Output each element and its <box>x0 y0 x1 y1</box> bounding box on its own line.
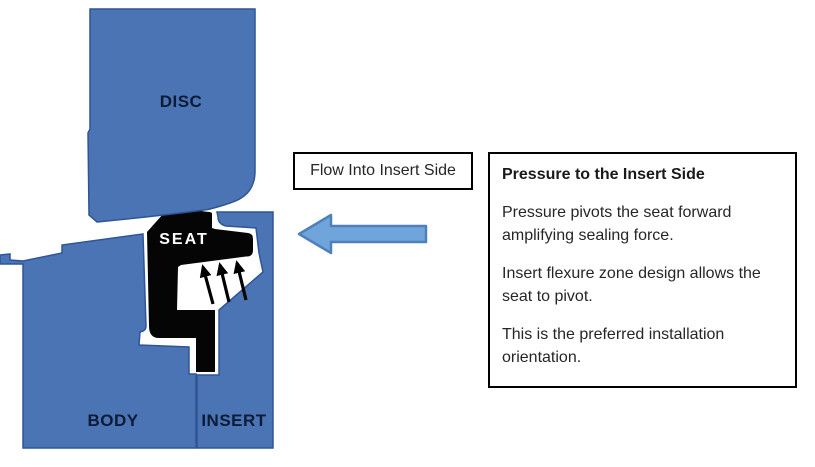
disc-shape <box>87 8 256 223</box>
body-label: BODY <box>87 411 138 430</box>
info-box-paragraph: Pressure pivots the seat forward amplify… <box>502 204 732 245</box>
insert-label: INSERT <box>201 411 266 430</box>
flow-callout-box: Flow Into Insert Side <box>293 152 473 190</box>
valve-cross-section-diagram: DISC SEAT BODY INSERT <box>0 8 274 449</box>
info-box-title: Pressure to the Insert Side <box>502 166 705 183</box>
seat-label: SEAT <box>159 231 208 248</box>
info-box-paragraph: Insert flexure zone design allows the se… <box>502 265 761 306</box>
pressure-arrows-icon <box>199 260 248 305</box>
pressure-arrow-icon <box>199 264 215 305</box>
left-block-arrow-icon <box>297 213 428 255</box>
disc-label: DISC <box>160 92 203 111</box>
pressure-arrow-icon <box>216 262 231 303</box>
seat-shape <box>147 204 253 372</box>
pressure-arrow-icon <box>233 260 248 301</box>
flow-callout-label: Flow Into Insert Side <box>310 162 456 179</box>
info-box: Pressure to the Insert Side Pressure piv… <box>488 152 797 388</box>
info-box-paragraph: This is the preferred installation orien… <box>502 326 725 367</box>
left-block-arrow-shape <box>297 213 428 255</box>
